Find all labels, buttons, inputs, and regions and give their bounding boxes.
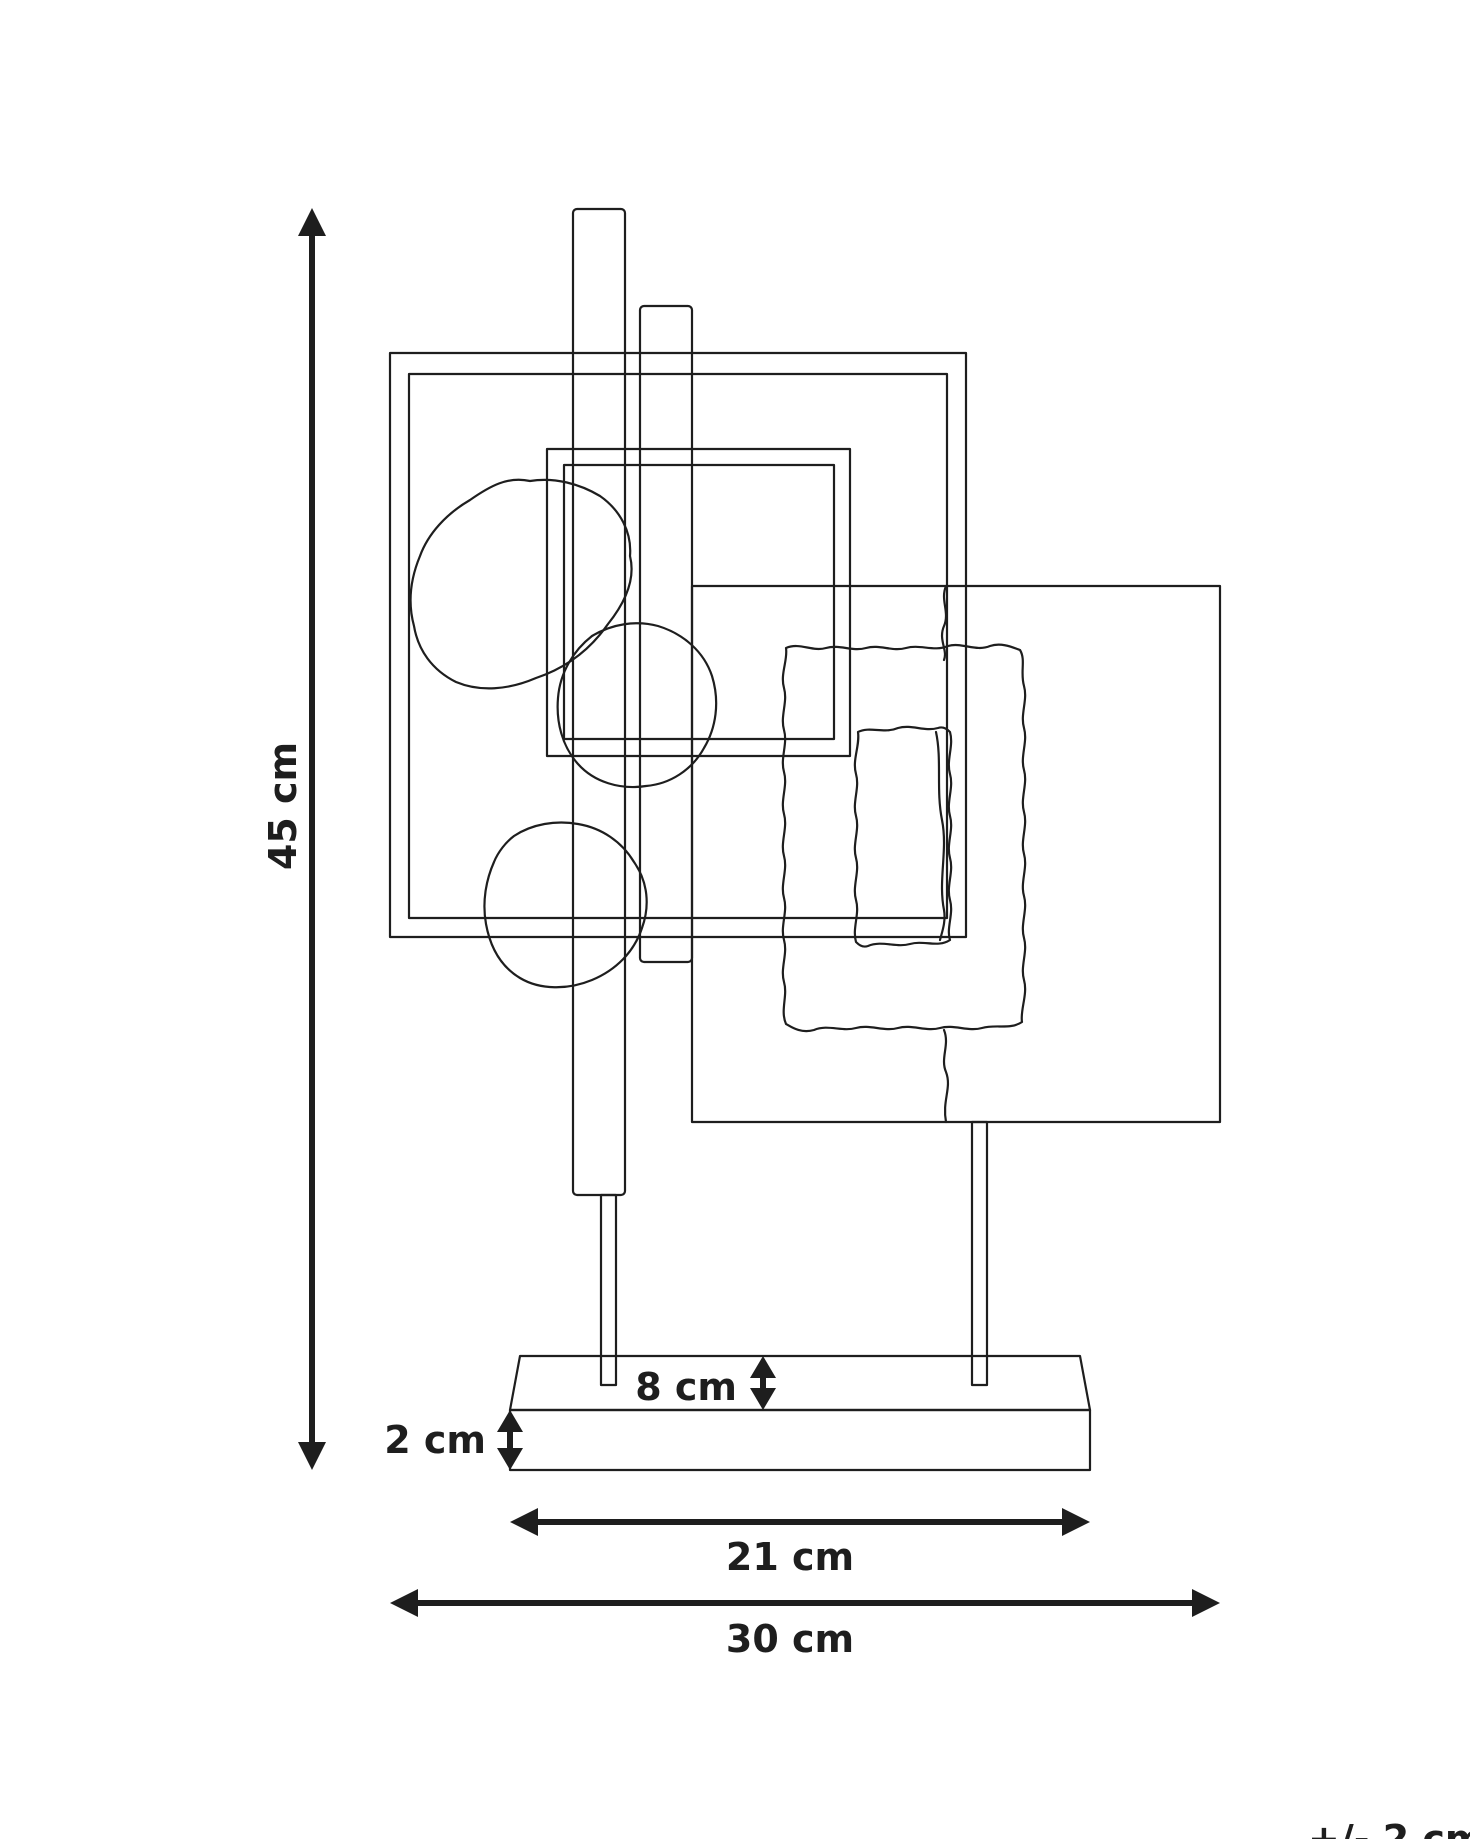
stand-height-dimension-arrow: 8 cm — [635, 1356, 776, 1410]
stand-height-label: 8 cm — [635, 1365, 737, 1409]
total-width-dimension-arrow: 30 cm — [390, 1589, 1220, 1661]
back-frame — [388, 351, 968, 939]
base — [508, 1354, 1092, 1472]
left-pin — [599, 1193, 618, 1387]
height-label: 45 cm — [261, 742, 305, 870]
sculpture-drawing — [388, 207, 1222, 1472]
disc-medium — [556, 622, 718, 789]
base-height-label: 2 cm — [384, 1418, 486, 1462]
base-width-label: 21 cm — [726, 1535, 854, 1579]
front-panel — [690, 584, 1222, 1124]
total-width-label: 30 cm — [726, 1617, 854, 1661]
right-pin — [970, 1120, 989, 1387]
middle-frame — [545, 447, 852, 758]
tall-rod — [571, 207, 627, 1197]
disc-small — [483, 821, 648, 989]
base-height-dimension-arrow: 2 cm — [384, 1410, 523, 1470]
disc-large — [409, 478, 633, 690]
height-dimension-arrow: 45 cm — [261, 208, 326, 1470]
wavy-plaque — [781, 643, 1027, 1033]
base-width-dimension-arrow: 21 cm — [510, 1508, 1090, 1579]
tolerance-note: +/- 2 cm — [1308, 1817, 1470, 1839]
short-rod — [638, 304, 694, 964]
